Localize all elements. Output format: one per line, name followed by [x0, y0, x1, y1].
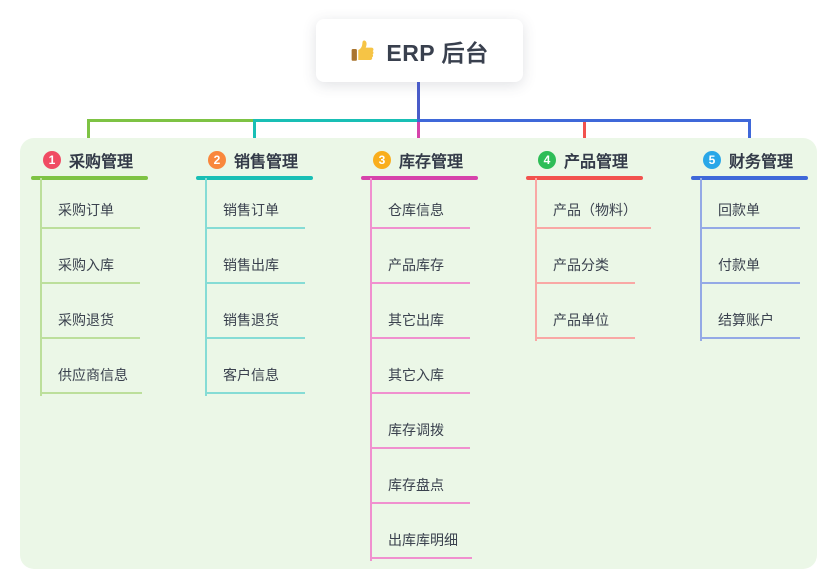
leaf-node[interactable]: 付款单 — [700, 252, 800, 284]
leaf-node[interactable]: 产品分类 — [535, 252, 635, 284]
branch-child-connector — [370, 178, 372, 561]
leaf-label: 其它入库 — [388, 367, 444, 383]
branch5-horizontal-line — [417, 119, 751, 122]
branch1-horizontal-line — [87, 119, 254, 122]
branch-number-badge: 3 — [373, 151, 391, 169]
leaf-node[interactable]: 产品单位 — [535, 307, 635, 339]
branch-header[interactable]: 4 产品管理 — [538, 151, 629, 171]
branch-underline — [31, 176, 148, 180]
leaf-node[interactable]: 出库库明细 — [370, 527, 472, 559]
leaf-label: 付款单 — [718, 257, 760, 273]
leaf-node[interactable]: 客户信息 — [205, 362, 305, 394]
leaf-node[interactable]: 供应商信息 — [40, 362, 142, 394]
leaf-label: 供应商信息 — [58, 367, 128, 383]
leaf-node[interactable]: 采购入库 — [40, 252, 140, 284]
branch-title: 产品管理 — [564, 154, 629, 171]
branch-number-badge: 1 — [43, 151, 61, 169]
branch-child-connector — [535, 178, 537, 341]
branch-header[interactable]: 5 财务管理 — [703, 151, 794, 171]
leaf-node[interactable]: 销售订单 — [205, 197, 305, 229]
leaf-node[interactable]: 回款单 — [700, 197, 800, 229]
branch-number-badge: 2 — [208, 151, 226, 169]
leaf-label: 销售出库 — [223, 257, 279, 273]
branch5-drop-line — [748, 121, 751, 147]
branch-title: 财务管理 — [729, 154, 794, 171]
branch-underline — [691, 176, 808, 180]
leaf-label: 结算账户 — [718, 312, 774, 328]
branch1-drop-line — [87, 121, 90, 147]
leaf-node[interactable]: 库存调拨 — [370, 417, 470, 449]
leaf-label: 出库库明细 — [388, 532, 458, 548]
leaf-node[interactable]: 销售退货 — [205, 307, 305, 339]
branch2-drop-line — [253, 121, 256, 147]
leaf-label: 仓库信息 — [388, 202, 444, 218]
leaf-label: 回款单 — [718, 202, 760, 218]
leaf-node[interactable]: 仓库信息 — [370, 197, 470, 229]
branch-child-connector — [700, 178, 702, 341]
branch-header[interactable]: 3 库存管理 — [373, 151, 464, 171]
leaf-label: 采购订单 — [58, 202, 114, 218]
branch-underline — [526, 176, 643, 180]
thumbs-up-icon — [350, 38, 376, 64]
leaf-label: 销售退货 — [223, 312, 279, 328]
leaf-label: 客户信息 — [223, 367, 279, 383]
branch-header[interactable]: 1 采购管理 — [43, 151, 134, 171]
branch3-drop-line — [417, 121, 420, 147]
branch2-horizontal-line — [253, 119, 419, 122]
leaf-node[interactable]: 采购退货 — [40, 307, 140, 339]
branch-underline — [361, 176, 478, 180]
branch-underline — [196, 176, 313, 180]
leaf-label: 库存盘点 — [388, 477, 444, 493]
branch-title: 销售管理 — [234, 154, 299, 171]
root-label: ERP 后台 — [386, 39, 489, 66]
branches-panel — [20, 138, 817, 569]
leaf-node[interactable]: 产品库存 — [370, 252, 470, 284]
root-connector-line — [417, 82, 420, 122]
leaf-node[interactable]: 库存盘点 — [370, 472, 470, 504]
leaf-node[interactable]: 其它入库 — [370, 362, 470, 394]
branch-header[interactable]: 2 销售管理 — [208, 151, 299, 171]
leaf-label: 采购退货 — [58, 312, 114, 328]
leaf-label: 产品分类 — [553, 257, 609, 273]
leaf-node[interactable]: 采购订单 — [40, 197, 140, 229]
leaf-node[interactable]: 产品（物料） — [535, 197, 651, 229]
leaf-label: 销售订单 — [223, 202, 279, 218]
branch-title: 库存管理 — [399, 154, 464, 171]
branch4-drop-line — [583, 121, 586, 147]
leaf-label: 产品库存 — [388, 257, 444, 273]
leaf-label: 采购入库 — [58, 257, 114, 273]
leaf-node[interactable]: 其它出库 — [370, 307, 470, 339]
leaf-node[interactable]: 销售出库 — [205, 252, 305, 284]
leaf-label: 产品单位 — [553, 312, 609, 328]
leaf-label: 产品（物料） — [553, 202, 637, 218]
branch-number-badge: 5 — [703, 151, 721, 169]
branch-child-connector — [205, 178, 207, 396]
branch-number-badge: 4 — [538, 151, 556, 169]
leaf-label: 其它出库 — [388, 312, 444, 328]
branch-title: 采购管理 — [69, 154, 134, 171]
root-node[interactable]: ERP 后台 — [316, 19, 523, 82]
leaf-node[interactable]: 结算账户 — [700, 307, 800, 339]
branch-child-connector — [40, 178, 42, 396]
leaf-label: 库存调拨 — [388, 422, 444, 438]
